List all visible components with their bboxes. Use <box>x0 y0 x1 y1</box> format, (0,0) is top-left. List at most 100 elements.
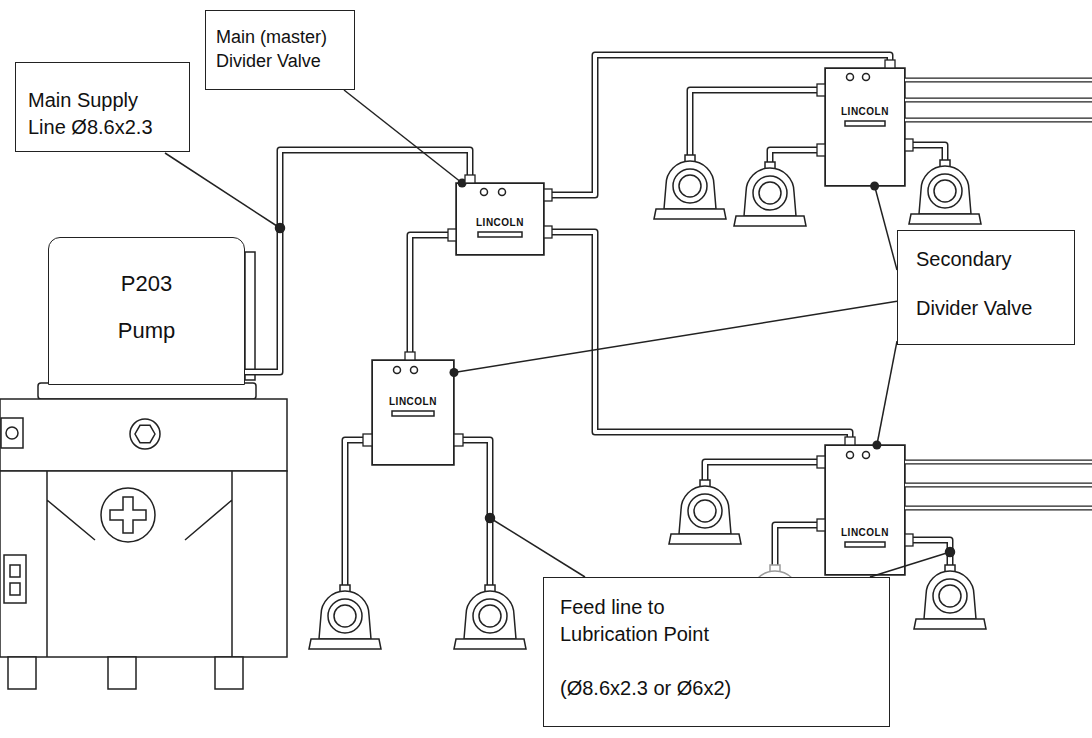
valve-body <box>394 367 401 374</box>
pipe-wall <box>544 55 890 195</box>
pump-base <box>135 425 155 442</box>
node-text: Divider Valve <box>916 296 1064 320</box>
valve-body <box>372 68 905 575</box>
bearing-block <box>654 155 726 219</box>
pipe-wall <box>410 235 456 360</box>
pipe-fitting <box>817 519 825 531</box>
pump-base <box>8 657 36 689</box>
valve-body <box>825 445 905 575</box>
pump-base <box>245 252 255 380</box>
divider-valve: LINCOLN <box>456 183 544 255</box>
node-text: Feed line to Lubrication Point <box>560 594 755 648</box>
valve-body <box>499 189 506 196</box>
node-text: Pump <box>49 319 244 343</box>
feed-pipe <box>905 99 1092 102</box>
pump-reservoir: P203Pump <box>48 237 245 385</box>
feed-pipe <box>905 79 1092 82</box>
pipe-fitting <box>363 434 372 446</box>
brand-label: LINCOLN <box>826 106 904 118</box>
valve-body <box>845 121 885 126</box>
bearing-block <box>909 160 981 224</box>
brand-label: LINCOLN <box>826 527 904 539</box>
feed-pipe <box>905 119 1092 122</box>
feed-pipe <box>905 483 1092 488</box>
valve-body <box>847 452 854 459</box>
pipe-wall <box>245 150 470 372</box>
feed-pipe <box>454 440 490 585</box>
pipe-fitting <box>817 144 825 156</box>
feed-pipe <box>705 462 825 480</box>
pipe-fitting <box>845 437 855 445</box>
bearing-block <box>309 155 986 649</box>
leader-line <box>870 182 897 271</box>
leader-dot <box>450 368 459 377</box>
callout-box: Main (master) Divider Valve <box>205 10 355 90</box>
supply-pipe <box>544 55 890 195</box>
node-text: Main Supply <box>28 88 179 112</box>
valve-body <box>847 74 854 81</box>
pipe-bore <box>410 235 456 360</box>
node-text: (Ø8.6x2.3 or Ø6x2) <box>560 675 875 702</box>
leader-line <box>165 153 280 228</box>
brand-label: LINCOLN <box>457 217 543 229</box>
supply-pipe <box>245 150 470 372</box>
feed-pipe <box>905 78 1092 83</box>
node-text: Secondary <box>916 247 1064 271</box>
supply-pipe <box>544 232 850 445</box>
leader-line <box>875 186 897 270</box>
callout-box: Feed line to Lubrication Point (Ø8.6x2.3 … <box>543 577 890 727</box>
pump-base <box>110 497 146 533</box>
pump-base <box>10 565 20 577</box>
brand-label: LINCOLN <box>373 396 453 408</box>
pipe-fitting <box>405 352 415 360</box>
pipe-fitting <box>454 434 463 446</box>
feed-pipe <box>905 460 1092 465</box>
feed-pipe <box>905 506 1092 511</box>
pump-base <box>10 583 20 595</box>
pump-base <box>4 555 26 603</box>
pipe-fitting <box>905 139 913 151</box>
feed-pipe <box>690 90 825 155</box>
pump-base <box>38 383 256 399</box>
leader-line <box>870 552 950 577</box>
leader-line <box>165 153 955 577</box>
supply-pipe <box>410 235 456 360</box>
pipe-fitting <box>905 534 913 546</box>
pump-base <box>215 657 243 689</box>
divider-valve: LINCOLN <box>825 68 905 186</box>
pump-base <box>101 488 155 542</box>
pipe-bore <box>544 232 850 445</box>
leader-line <box>450 301 898 377</box>
feed-pipe <box>905 484 1092 487</box>
feed-pipe <box>454 440 490 585</box>
pipe-wall <box>544 232 850 445</box>
leader-dot <box>870 182 879 191</box>
valve-body <box>392 411 434 416</box>
valve-body <box>825 68 905 186</box>
feed-pipe <box>905 461 1092 464</box>
feed-pipe <box>345 440 372 585</box>
feed-pipe <box>705 462 825 480</box>
bearing-block <box>734 162 806 226</box>
pump-base <box>130 419 160 449</box>
leader-line <box>490 518 585 577</box>
pipe-fitting <box>363 60 913 546</box>
leader-line <box>344 90 467 188</box>
divider-valve: LINCOLN <box>825 445 905 575</box>
feed-pipe <box>690 90 825 155</box>
bearing-block <box>914 565 986 629</box>
leader-line <box>276 224 285 233</box>
leader-line <box>872 341 897 449</box>
pump-base <box>1 418 23 448</box>
pump-base <box>6 427 18 439</box>
callout-box: Main SupplyLine Ø8.6x2.3 <box>15 62 190 152</box>
pipe-bore <box>544 55 890 195</box>
pipe-fitting <box>544 189 552 201</box>
leader-line <box>486 514 495 523</box>
leader-line <box>946 548 955 557</box>
feed-pipe <box>345 80 1092 585</box>
pipe-fitting <box>544 226 552 238</box>
pipe-fitting <box>448 229 456 241</box>
feed-pipe <box>905 118 1092 123</box>
